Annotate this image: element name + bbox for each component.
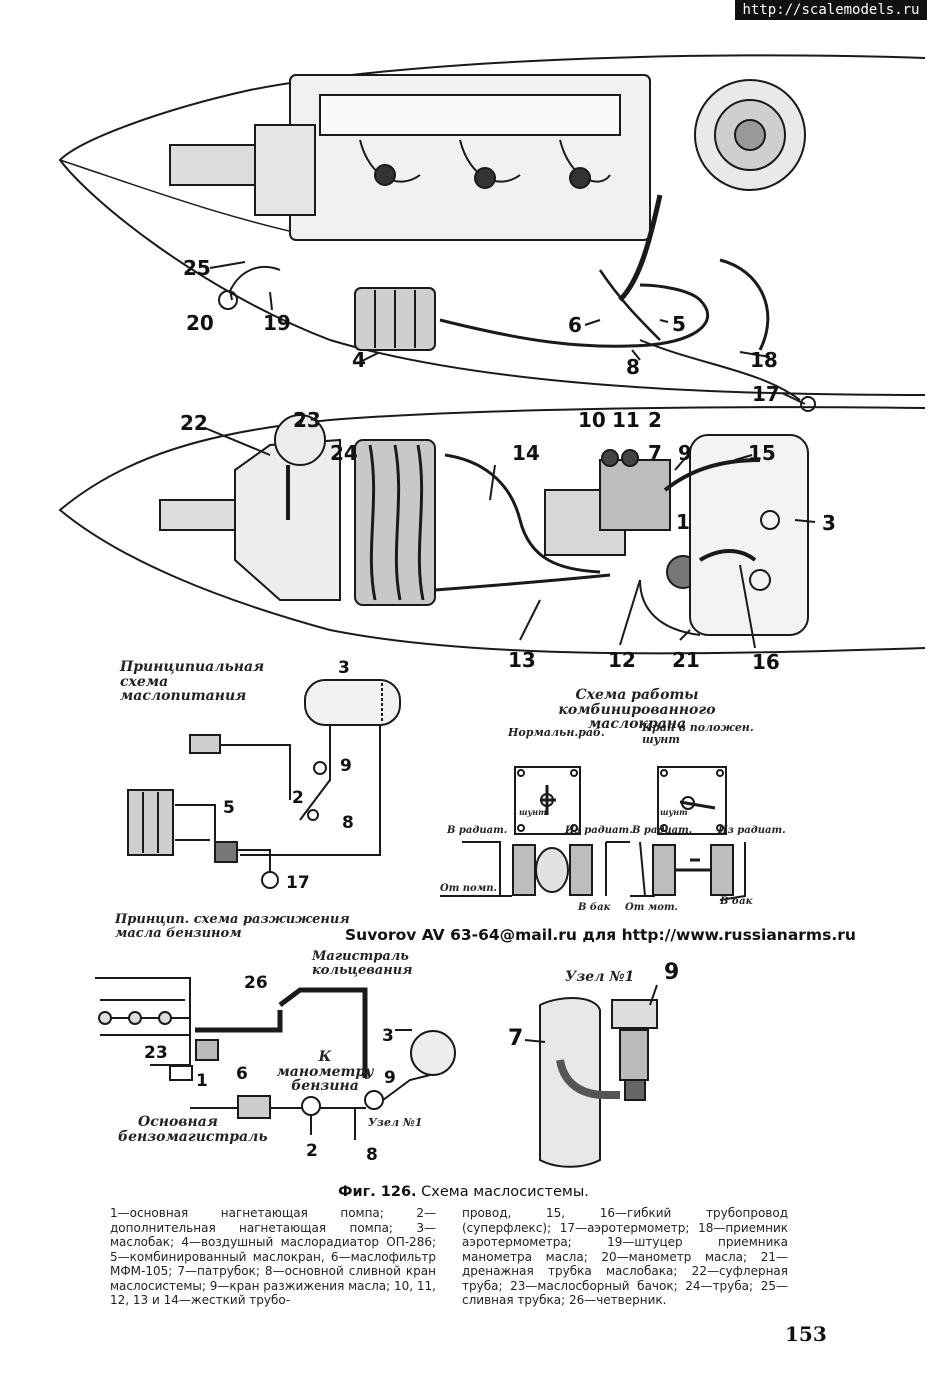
main-fuel-line-label: Основная бензомагистраль [118,1114,268,1145]
middle-label-14: 14 [512,441,540,465]
right-port-from-radiator: Из радиат. [718,825,786,836]
oil-supply-scheme-title: Принципиальная схема маслопитания [120,659,265,705]
node-detail-title: Узел №1 [565,969,635,985]
middle-label-1: 1 [676,510,690,534]
dilution-scheme-title: Принцип. схема разжижения масла бензином [115,912,350,941]
middle-label-7: 7 [648,441,662,465]
middle-label-16: 16 [752,650,780,674]
left-port-to-tank: В бак [578,902,611,913]
top-label-8: 8 [626,355,640,379]
left-port-from-pump: От помп. [440,883,497,894]
source-url-banner: http://scalemodels.ru [735,0,927,20]
top-label-19: 19 [263,311,291,335]
dilution-label-6: 6 [236,1064,248,1084]
node-label-9: 9 [664,960,680,985]
scheme-radiator [127,789,174,856]
top-label-5: 5 [672,312,686,336]
left-port-to-radiator: В радиат. [447,825,508,836]
middle-label-15: 15 [748,441,776,465]
dilution-label-3: 3 [382,1026,394,1046]
valve-normal-label: Нормальн.раб. [508,726,605,739]
dilution-label-2: 2 [306,1141,318,1161]
top-label-20: 20 [186,311,214,335]
dilution-label-8: 8 [366,1145,378,1165]
middle-label-23: 23 [293,408,321,432]
middle-label-13: 13 [508,648,536,672]
right-port-from-motor: От мот. [625,902,679,913]
scheme-label-8: 8 [342,813,354,833]
page-number: 153 [785,1322,827,1346]
middle-label-9: 9 [678,441,692,465]
right-port-to-tank: В бак [720,896,753,907]
top-label-6: 6 [568,313,582,337]
top-label-18: 18 [750,348,778,372]
middle-label-11: 11 [612,408,640,432]
legend-right-column: провод, 15, 16—гибкий трубопровод (супер… [462,1206,788,1307]
valve-shunt-plate-text: шунт [660,807,688,817]
figure-number: Фиг. 126. [338,1184,417,1200]
right-port-to-radiator: В радиат. [632,825,693,836]
middle-label-12: 12 [608,648,636,672]
top-label-17: 17 [752,382,780,406]
middle-label-10: 10 [578,408,606,432]
left-port-from-radiator: Из радиат. [565,825,633,836]
dilution-label-26: 26 [244,973,268,993]
scheme-label-5: 5 [223,798,235,818]
dilution-label-23: 23 [144,1043,168,1063]
scheme-label-2: 2 [292,788,304,808]
scheme-oil-tank [304,679,401,726]
legend-left-column: 1—основная нагнетающая помпа; 2—дополнит… [110,1206,436,1307]
dilution-node-label: Узел №1 [368,1116,423,1129]
figure-caption: Фиг. 126. Схема маслосистемы. [0,1184,927,1200]
valve-normal-plate-text: шунт [519,807,547,817]
top-label-4: 4 [352,348,366,372]
middle-label-21: 21 [672,648,700,672]
node-label-7: 7 [508,1026,524,1051]
valve-scheme-title: Схема работы комбинированного маслокрана [558,687,716,733]
top-label-25: 25 [183,256,211,280]
ring-main-label: Магистраль кольцевания [312,949,413,978]
scheme-label-3: 3 [338,658,350,678]
middle-label-24: 24 [330,441,358,465]
scheme-label-17: 17 [286,873,310,893]
dilution-label-1: 1 [196,1071,208,1091]
middle-label-2: 2 [648,408,662,432]
middle-oil-tank [689,434,809,636]
valve-shunt-label: Кран в положен. шунт [642,721,754,746]
middle-label-3: 3 [822,511,836,535]
scheme-label-9: 9 [340,756,352,776]
figure-title: Схема маслосистемы. [421,1184,589,1200]
to-gauge-label: К манометру бензина [276,1049,374,1095]
middle-fuselage-outline [58,406,926,655]
watermark-text: Suvorov AV 63-64@mail.ru для http://www.… [345,926,856,944]
dilution-label-9: 9 [384,1068,396,1088]
valve-shunt-plate [657,766,727,835]
middle-oil-radiator [354,439,436,606]
middle-label-22: 22 [180,411,208,435]
